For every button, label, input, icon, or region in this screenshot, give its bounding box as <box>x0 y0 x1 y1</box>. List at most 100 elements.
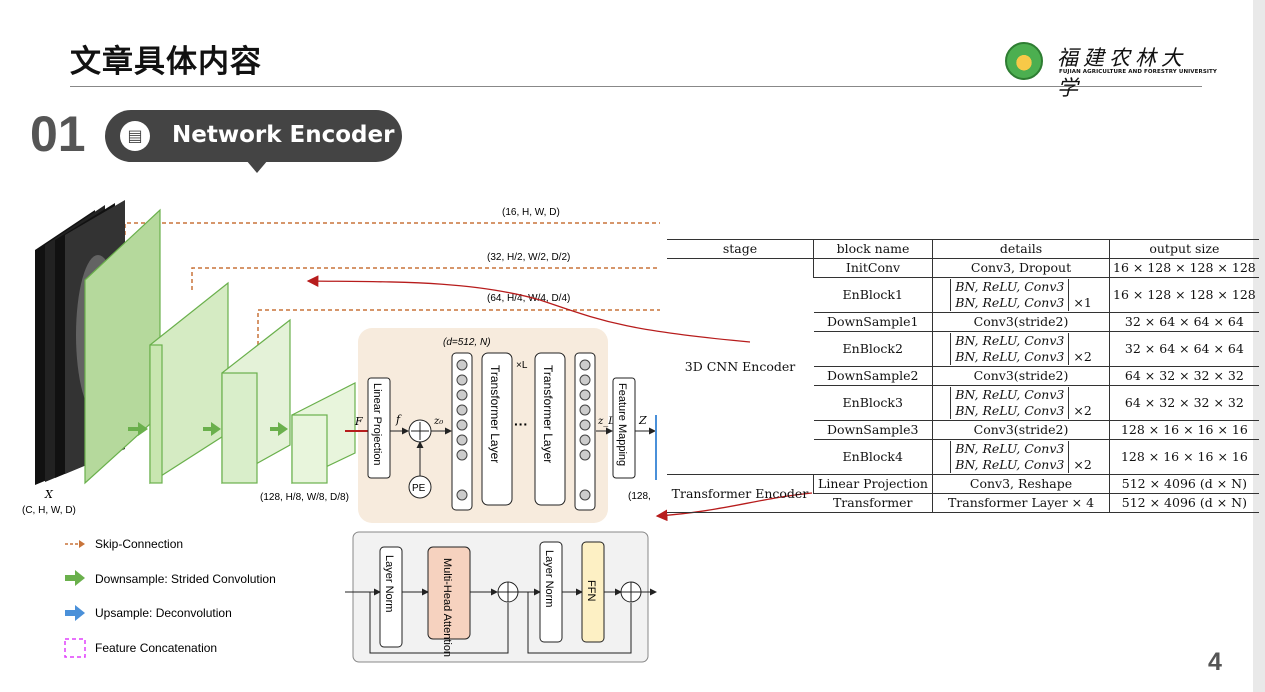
details-line: BN, ReLU, Conv3 <box>955 387 1065 402</box>
details-line: BN, ReLU, Conv3 <box>955 441 1065 456</box>
details-cell: Transformer Layer × 4 <box>932 493 1110 513</box>
times-l-label: ×L <box>516 360 528 371</box>
block-cell: DownSample1 <box>826 314 919 329</box>
block-cell: Transformer <box>832 495 913 510</box>
encoder-blocks <box>84 208 356 485</box>
output-cell: 128 × 16 × 16 × 16 <box>1108 420 1259 440</box>
stage-cell: 3D CNN Encoder <box>667 258 814 475</box>
legend-label-3: Upsample: Deconvolution <box>95 606 232 620</box>
document-icon: ▤ <box>120 121 150 151</box>
title-divider <box>70 86 1202 87</box>
university-logo: 福建农林大学 FUJIAN AGRICULTURE AND FORESTRY U… <box>1005 42 1217 100</box>
input-label: X <box>44 488 54 501</box>
slide-title: 文章具体内容 <box>70 44 262 80</box>
details-line: BN, ReLU, Conv3 <box>955 295 1065 310</box>
label-Z: Z <box>638 414 647 427</box>
stage-cell: Transformer Encoder <box>671 485 809 501</box>
label-zL: z_L <box>597 416 615 427</box>
table-row: DownSample2 Conv3(stride2) 64 × 32 × 32 … <box>667 366 1259 386</box>
linear-projection-label: Linear Projection <box>371 383 383 466</box>
token-column-in <box>451 352 473 511</box>
label-F: F <box>354 415 363 428</box>
output-cell: 32 × 64 × 64 × 64 <box>1108 331 1259 367</box>
ellipsis: ··· <box>514 416 528 432</box>
details-cell: Conv3, Dropout <box>932 258 1110 278</box>
output-cell: 512 × 4096 (d × N) <box>1108 474 1259 494</box>
token-nodes-out <box>579 359 591 501</box>
block-cell: DownSample2 <box>826 368 919 383</box>
token-dims: (d=512, N) <box>443 337 491 348</box>
block-cell: EnBlock4 <box>842 449 903 464</box>
multi-head-attention-box <box>427 546 471 640</box>
output-cell: 16 × 128 × 128 × 128 <box>1108 277 1259 313</box>
university-name-cn: 福建农林大学 <box>1057 46 1187 100</box>
encoder-spec-table: stage block name details output size 3D … <box>667 239 1259 513</box>
table-header-row: stage block name details output size <box>667 239 1259 259</box>
details-line: BN, ReLU, Conv3 <box>955 403 1065 418</box>
pe-label: PE <box>412 483 426 494</box>
section-pill <box>105 110 402 162</box>
output-cell: 64 × 32 × 32 × 32 <box>1108 366 1259 386</box>
layer-norm-box-1 <box>379 546 403 648</box>
university-emblem-icon <box>1005 42 1043 80</box>
header-output-size: output size <box>1108 239 1259 259</box>
transformer-layer-box-2 <box>534 352 566 506</box>
details-cell: Conv3, Reshape <box>932 474 1110 494</box>
section-pill-pointer <box>246 160 268 173</box>
details-cell: Conv3(stride2) <box>932 366 1110 386</box>
transformer-layer-label-1: Transformer Layer <box>488 365 502 463</box>
skip-line-2 <box>191 267 660 290</box>
multiplier: ×1 <box>1073 295 1092 310</box>
token-nodes-in <box>456 359 468 501</box>
header-block-name: block name <box>813 239 933 259</box>
details-line: BN, ReLU, Conv3 <box>955 349 1065 364</box>
section-number: 01 <box>30 106 86 162</box>
output-cell: 128 × 16 × 16 × 16 <box>1108 439 1259 475</box>
university-name-en: FUJIAN AGRICULTURE AND FORESTRY UNIVERSI… <box>1059 69 1217 75</box>
legend-upsample: Upsample: Deconvolution <box>65 605 232 621</box>
skip-dims-2: (32, H/2, W/2, D/2) <box>487 252 570 263</box>
output-cell: 512 × 4096 (d × N) <box>1108 493 1259 513</box>
table-row: 3D CNN Encoder InitConv Conv3, Dropout 1… <box>667 258 1259 475</box>
input-dims: (C, H, W, D) <box>22 505 76 516</box>
block-cell: EnBlock1 <box>842 287 903 302</box>
legend-feature-concatenation: Feature Concatenation <box>64 638 217 658</box>
legend-skip-connection: Skip-Connection <box>65 537 183 551</box>
transformer-annotation-arrow <box>655 492 813 522</box>
header-details: details <box>932 239 1110 259</box>
transformer-layer-label-2: Transformer Layer <box>541 365 555 463</box>
token-column-out <box>574 352 596 511</box>
block-cell: EnBlock2 <box>842 341 903 356</box>
mha-label: Multi-Head Attention <box>441 558 453 657</box>
output-cell: 64 × 32 × 32 × 32 <box>1108 385 1259 421</box>
label-f: f <box>395 413 402 426</box>
table-row: DownSample3 Conv3(stride2) 128 × 16 × 16… <box>667 420 1259 440</box>
layer-norm-label-2: Layer Norm <box>543 550 555 607</box>
table-row: Transformer Encoder Linear Projection Co… <box>667 474 1259 501</box>
bottleneck-dims: (128, H/8, W/8, D/8) <box>260 492 349 503</box>
right-edge-bar <box>1253 0 1265 692</box>
details-line: BN, ReLU, Conv3 <box>955 333 1065 348</box>
details-line: BN, ReLU, Conv3 <box>955 279 1065 294</box>
feature-mapping-label: Feature Mapping <box>616 383 628 466</box>
header-stage: stage <box>722 241 758 256</box>
legend-label-2: Downsample: Strided Convolution <box>95 572 276 586</box>
linear-projection-box <box>367 377 391 479</box>
skip-dims-1: (16, H, W, D) <box>502 207 560 218</box>
label-z0: z₀ <box>433 416 443 427</box>
details-line: BN, ReLU, Conv3 <box>955 457 1065 472</box>
layer-norm-label-1: Layer Norm <box>383 555 395 612</box>
feature-mapping-box <box>612 377 636 479</box>
table-row: Transformer Transformer Layer × 4 512 × … <box>667 493 1259 513</box>
skip-line-3 <box>257 309 660 345</box>
details-cell: Conv3(stride2) <box>932 420 1110 440</box>
table-row: DownSample1 Conv3(stride2) 32 × 64 × 64 … <box>667 312 1259 332</box>
pe-node <box>408 475 432 499</box>
